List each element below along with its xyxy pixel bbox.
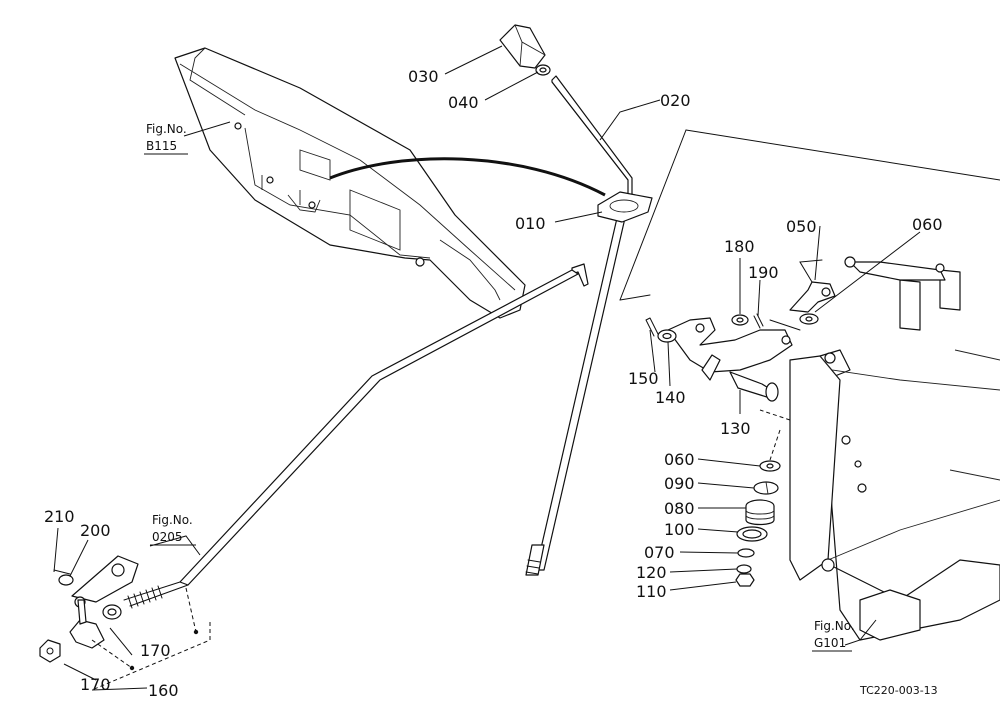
svg-text:G101: G101: [814, 636, 846, 650]
callout-210: 210: [44, 507, 75, 526]
callout-050: 050: [786, 217, 817, 236]
callout-labels: 030 040 020 010 050 060 180 190 150 140 …: [44, 67, 943, 700]
callout-040: 040: [448, 93, 479, 112]
callout-100: 100: [664, 520, 695, 539]
svg-text:Fig.No.: Fig.No.: [146, 122, 187, 136]
svg-text:Fig.No.: Fig.No.: [152, 513, 193, 527]
fig-ref-b115: Fig.No. B115: [144, 122, 188, 155]
leader-lines: [53, 45, 921, 691]
pin-150: [645, 317, 659, 337]
svg-text:B115: B115: [146, 139, 177, 153]
grommet-010: [597, 191, 653, 223]
washer-060-top: [799, 313, 819, 325]
throttle-arm-130: [667, 317, 793, 402]
throttle-rod-160: [123, 263, 589, 609]
callout-170-upper: 170: [140, 641, 171, 660]
callout-130: 130: [720, 419, 751, 438]
svg-text:0205: 0205: [152, 530, 183, 544]
callout-120: 120: [636, 563, 667, 582]
callout-060-mid: 060: [664, 450, 695, 469]
bracket-g101: [759, 256, 1000, 641]
washer-140: [657, 329, 677, 343]
callout-150: 150: [628, 369, 659, 388]
callout-170-lower: 170: [80, 675, 111, 694]
washer-040: [535, 64, 551, 76]
callout-030: 030: [408, 67, 439, 86]
pin-190: [753, 313, 764, 329]
lower-linkage: [39, 555, 139, 663]
drawing-code: TC220-003-13: [859, 684, 938, 697]
callout-140: 140: [655, 388, 686, 407]
fig-ref-g101: Fig.No. G101: [812, 619, 855, 652]
callout-080: 080: [664, 499, 695, 518]
callout-090: 090: [664, 474, 695, 493]
lever-grip-030: [499, 24, 546, 69]
callout-020: 020: [660, 91, 691, 110]
washer-180: [731, 314, 749, 326]
callout-070: 070: [644, 543, 675, 562]
svg-text:Fig.No.: Fig.No.: [814, 619, 855, 633]
throttle-lever-020: [525, 75, 633, 576]
washer-stack: [735, 429, 781, 587]
callout-160: 160: [148, 681, 179, 700]
mounting-plate: [619, 129, 1000, 331]
dashboard-panel: [174, 47, 526, 319]
callout-200: 200: [80, 521, 111, 540]
fig-ref-0205: Fig.No. 0205: [150, 513, 196, 546]
return-spring-050: [789, 259, 836, 313]
callout-010: 010: [515, 214, 546, 233]
callout-110: 110: [636, 582, 667, 601]
callout-190: 190: [748, 263, 779, 282]
callout-060-top: 060: [912, 215, 943, 234]
throttle-cable: [329, 157, 606, 197]
callout-180: 180: [724, 237, 755, 256]
